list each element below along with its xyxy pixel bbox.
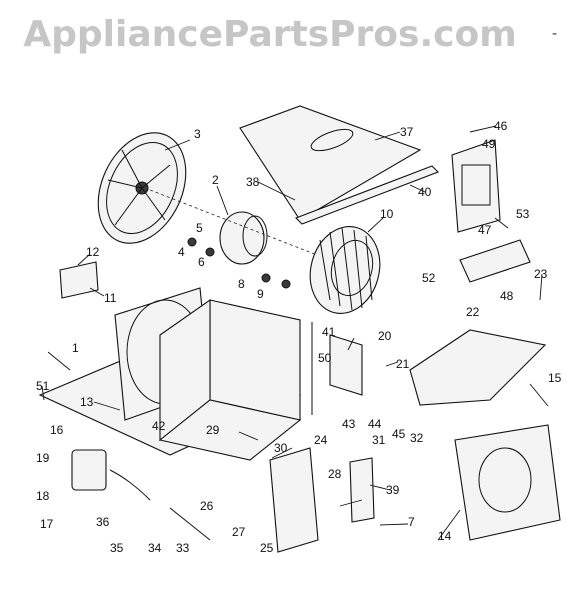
callout-46: 46: [494, 119, 508, 133]
callout-6: 6: [198, 255, 205, 269]
callout-36: 36: [96, 515, 110, 529]
callout-32: 32: [410, 431, 424, 445]
control-panel-47: [451, 139, 501, 233]
callout-26: 26: [200, 499, 214, 513]
wire-harness: [109, 469, 151, 501]
callout-12: 12: [86, 245, 100, 259]
callout-29: 29: [206, 423, 220, 437]
callout-44: 44: [368, 417, 382, 431]
electrical-panel: [269, 447, 319, 553]
callout-42: 42: [152, 419, 166, 433]
small-plate: [349, 457, 375, 523]
callout-10: 10: [380, 207, 394, 221]
top-rail: [295, 165, 439, 225]
callout-9: 9: [257, 287, 264, 301]
blower-wheel: [309, 226, 381, 314]
callout-49: 49: [482, 137, 496, 151]
motor-shaft-axis: [149, 189, 331, 261]
fan-spokes: [107, 149, 171, 226]
callout-30: 30: [274, 441, 288, 455]
callout-5: 5: [196, 221, 203, 235]
callout-22: 22: [466, 305, 480, 319]
callout-39: 39: [386, 483, 400, 497]
control-panel-window: [461, 164, 491, 206]
callout-50: 50: [318, 351, 332, 365]
callout-33: 33: [176, 541, 190, 555]
callout-4: 4: [178, 245, 185, 259]
fan-motor-end: [242, 215, 268, 257]
callout-24: 24: [314, 433, 328, 447]
tubing: [169, 507, 211, 541]
callout-48: 48: [500, 289, 514, 303]
top-cover-opening: [310, 128, 354, 152]
callout-51: 51: [36, 379, 50, 393]
callout-13: 13: [80, 395, 94, 409]
callout-17: 17: [40, 517, 54, 531]
callout-53: 53: [516, 207, 530, 221]
corner-mark: -: [552, 26, 558, 42]
callout-1: 1: [72, 341, 79, 355]
callout-43: 43: [342, 417, 356, 431]
callout-25: 25: [260, 541, 274, 555]
callout-16: 16: [50, 423, 64, 437]
fan-blade-ring: [106, 141, 178, 235]
watermark-logo: AppliancePartsPros.com: [23, 14, 517, 55]
capacitor: [71, 449, 107, 491]
blower-housing-opening: [478, 447, 532, 513]
callout-14: 14: [438, 529, 452, 543]
fan-motor: [219, 211, 265, 265]
callout-34: 34: [148, 541, 162, 555]
callout-19: 19: [36, 451, 50, 465]
callout-8: 8: [238, 277, 245, 291]
callout-20: 20: [378, 329, 392, 343]
callout-21: 21: [396, 357, 410, 371]
callout-45: 45: [392, 427, 406, 441]
callout-37: 37: [400, 125, 414, 139]
bracket: [59, 261, 99, 299]
callout-18: 18: [36, 489, 50, 503]
cabinet-floor: [158, 399, 302, 461]
callout-28: 28: [328, 467, 342, 481]
control-bracket: [329, 334, 363, 396]
callout-11: 11: [104, 291, 117, 305]
callout-23: 23: [534, 267, 548, 281]
callout-leaders: [41, 125, 549, 541]
callout-35: 35: [110, 541, 124, 555]
motor-mount-nut-c: [261, 273, 271, 283]
callout-27: 27: [232, 525, 246, 539]
callout-41: 41: [322, 325, 336, 339]
callout-38: 38: [246, 175, 260, 189]
callout-31: 31: [372, 433, 386, 447]
callout-7: 7: [408, 515, 415, 529]
blower-wheel-inner: [330, 239, 374, 297]
callout-labels: 1 2 3 4 5 6 7 8 9 10 11 12 13 14 15 16 1…: [36, 119, 562, 555]
divider-scroll: [409, 329, 547, 406]
callout-15: 15: [548, 371, 562, 385]
callout-3: 3: [194, 127, 201, 141]
motor-mount-nut-d: [281, 279, 291, 289]
callout-52: 52: [422, 271, 436, 285]
callout-2: 2: [212, 173, 219, 187]
circuit-board: [459, 239, 531, 283]
cabinet-back-wall: [209, 299, 301, 421]
top-cover-panel: [239, 105, 422, 221]
callout-40: 40: [418, 185, 432, 199]
motor-mount-nut-b: [205, 247, 215, 257]
callout-47: 47: [478, 223, 492, 237]
motor-mount-nut-a: [187, 237, 197, 247]
blower-housing: [454, 424, 561, 541]
blower-vanes: [319, 227, 373, 311]
